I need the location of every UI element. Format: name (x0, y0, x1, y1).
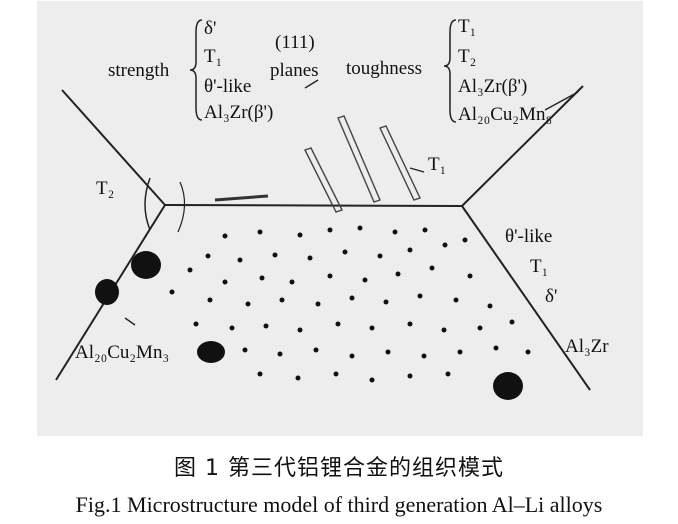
strength-label: strength (108, 60, 170, 81)
strength-item-t1: T₁ (204, 46, 222, 67)
t2-angle-arc-right (177, 181, 186, 233)
t1-plate (304, 147, 343, 213)
t1-plate (337, 115, 381, 203)
t1-plates (304, 115, 421, 213)
toughness-item-t1: T₁ (458, 16, 476, 37)
coarse-particles (95, 251, 523, 400)
toughness-item-al20cu2mn8: Al₂₀Cu₂Mn₈ (458, 104, 552, 125)
planes-index: (111) (275, 32, 315, 53)
al20cu2mn3-label: Al₂₀Cu₂Mn₃ (75, 342, 169, 363)
boundary-top (164, 204, 463, 207)
al20cu2mn3-particle (131, 251, 161, 279)
caption-english: Fig.1 Microstructure model of third gene… (75, 492, 603, 517)
boundary-upper-right (461, 85, 584, 207)
al20cu2mn3-particle (197, 341, 225, 363)
toughness-item-al3zr: Al₃Zr(β') (458, 76, 527, 97)
strength-brace (189, 19, 203, 121)
t1-plate-label: T₁ (428, 154, 446, 175)
boundary-lower-right (461, 205, 591, 391)
planes-label: planes (270, 60, 319, 81)
caption-chinese: 图 1 第三代铝锂合金的组织模式 (174, 456, 504, 481)
al20cu2mn3-particle (493, 372, 523, 400)
boundary-precipitate (214, 194, 269, 202)
right-delta-label: δ' (545, 286, 557, 307)
right-theta-label: θ'-like (505, 226, 552, 247)
t1-plate (379, 125, 421, 201)
t2-angle-arc (144, 177, 151, 231)
toughness-label: toughness (346, 58, 422, 79)
al20cu2mn3-particle (95, 279, 119, 305)
label-pointers (124, 79, 579, 326)
figure-frame (37, 1, 643, 436)
toughness-brace (443, 19, 457, 123)
strength-item-delta: δ' (204, 18, 216, 39)
toughness-item-t2: T₂ (458, 46, 476, 67)
t2-label: T₂ (96, 178, 114, 199)
strength-item-theta: θ'-like (204, 76, 251, 97)
al3zr-label: Al₃Zr (565, 336, 609, 357)
right-t1-label: T₁ (530, 256, 548, 277)
fine-precipitates (169, 225, 531, 383)
strength-item-al3zr: Al₃Zr(β') (204, 102, 273, 123)
